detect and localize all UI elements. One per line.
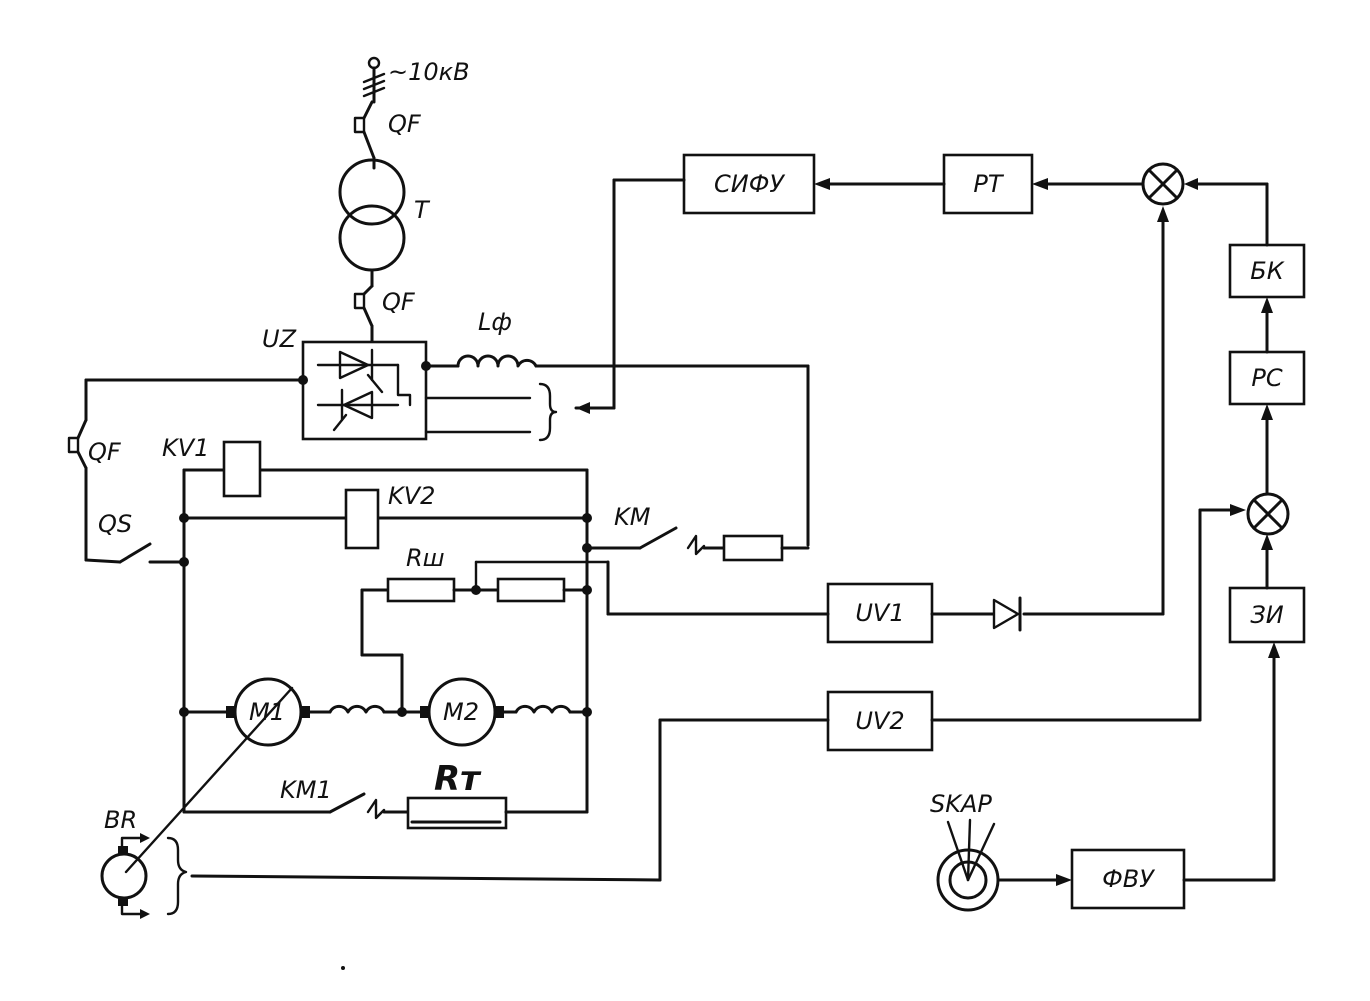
converter-control-lines — [424, 382, 558, 442]
converter-label: UZ — [262, 325, 297, 353]
breaker-qf-top — [353, 100, 376, 170]
block-sifu: СИФУ — [682, 153, 816, 215]
contactor-km-label: KM — [614, 503, 651, 531]
controller-sensor-label: SKAP — [930, 790, 992, 818]
block-fvu-label: ФВУ — [1102, 865, 1155, 893]
shunt-label: Rш — [406, 544, 445, 572]
stray-dot — [341, 966, 345, 970]
controller-sensor-skap — [936, 818, 1000, 912]
breaker-qf-left-label: QF — [88, 438, 122, 466]
supply-voltage-label: ~10кВ — [388, 58, 470, 86]
relay-kv1-label: KV1 — [162, 434, 209, 462]
signal-lines — [190, 178, 1276, 882]
breaker-qf-top-label: QF — [388, 110, 422, 138]
block-zi: ЗИ — [1228, 586, 1306, 644]
motor-1-label: M1 — [249, 698, 285, 726]
breaker-qf-mid — [353, 284, 374, 344]
summing-junction-lower — [1246, 492, 1290, 536]
left-feed — [67, 378, 305, 564]
block-fvu: ФВУ — [1070, 848, 1186, 910]
block-rs: PC — [1228, 350, 1306, 406]
converter-uz — [301, 340, 428, 441]
diode — [992, 596, 1022, 632]
block-bk: БК — [1228, 243, 1306, 299]
block-uv1-label: UV1 — [855, 599, 904, 627]
block-rt-label: PT — [973, 170, 1004, 198]
disconnector-label: QS — [98, 510, 132, 538]
block-uv2-label: UV2 — [855, 707, 904, 735]
transformer-t — [338, 158, 406, 288]
block-bk-label: БК — [1250, 257, 1284, 285]
relay-kv2-label: KV2 — [388, 482, 435, 510]
reactor-lf — [424, 354, 810, 547]
transformer-label: T — [414, 196, 431, 224]
signal-arrows — [576, 178, 1280, 886]
block-zi-label: ЗИ — [1250, 601, 1283, 629]
brake-resistor-label: Rт — [434, 759, 482, 799]
block-uv1: UV1 — [826, 582, 934, 644]
block-sifu-label: СИФУ — [714, 170, 785, 198]
tachogenerator-label: BR — [104, 806, 137, 834]
contactor-km1-label: KM1 — [280, 776, 332, 804]
motor-2-label: M2 — [443, 698, 479, 726]
junction-nodes — [179, 513, 592, 717]
block-rs-label: PC — [1251, 364, 1282, 392]
breaker-qf-mid-label: QF — [382, 288, 416, 316]
summing-junction-upper — [1141, 162, 1185, 206]
supply-terminal — [362, 56, 386, 104]
power-circuit — [124, 440, 810, 874]
tachogenerator-br — [100, 833, 188, 919]
reactor-label: Lф — [478, 308, 512, 336]
block-rt: PT — [942, 153, 1034, 215]
block-uv2: UV2 — [826, 690, 934, 752]
